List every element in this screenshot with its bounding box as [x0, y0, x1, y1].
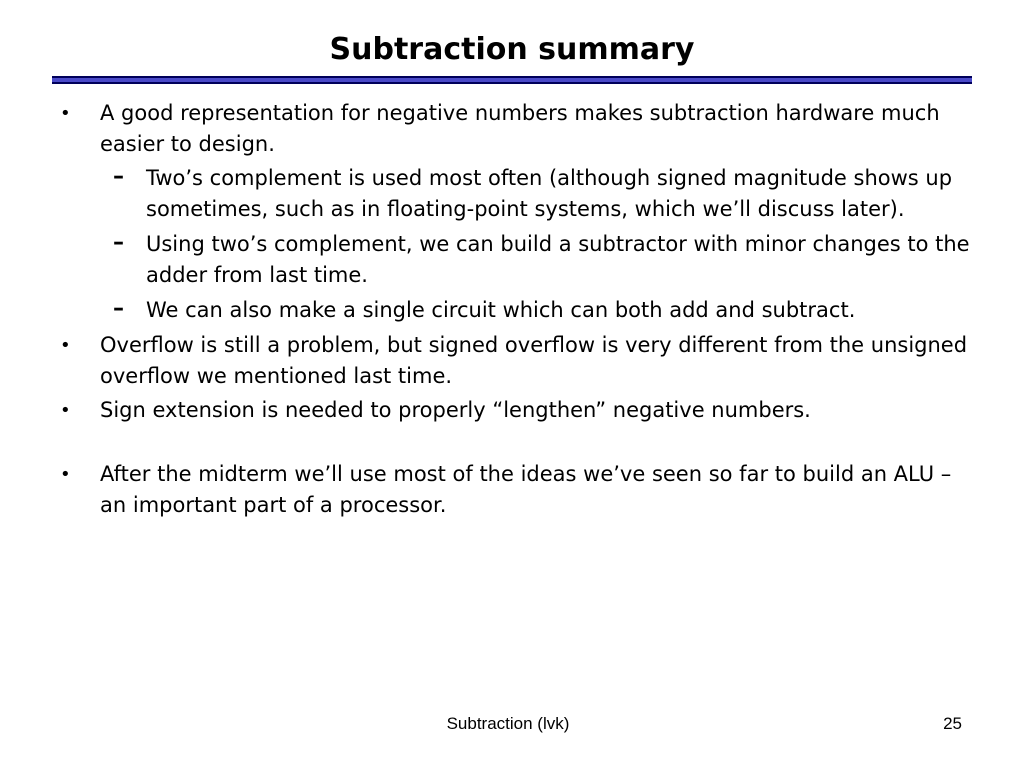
bullet-item: • After the midterm we’ll use most of th… [58, 459, 978, 521]
bullet-item: • A good representation for negative num… [58, 98, 978, 160]
bullet-marker: • [60, 335, 71, 356]
dash-marker: – [113, 296, 124, 321]
page-number: 25 [943, 714, 962, 733]
slide-title: Subtraction summary [329, 32, 695, 67]
dash-marker: – [113, 230, 124, 255]
footer-text: Subtraction (lvk) [446, 714, 570, 733]
slide-footer: Subtraction (lvk) 25 [0, 714, 1024, 740]
bullet-marker: • [60, 400, 71, 421]
bullet-marker: • [60, 103, 71, 124]
sub-bullet-item: – Two’s complement is used most often (a… [58, 163, 978, 225]
sub-bullet-text: Using two’s complement, we can build a s… [146, 232, 970, 287]
bullet-text: After the midterm we’ll use most of the … [100, 462, 952, 517]
sub-bullet-item: – We can also make a single circuit whic… [58, 295, 978, 326]
bullet-text: Sign extension is needed to properly “le… [100, 398, 811, 422]
slide-body: • A good representation for negative num… [58, 98, 978, 524]
bullet-text: A good representation for negative numbe… [100, 101, 940, 156]
bullet-item: • Overflow is still a problem, but signe… [58, 330, 978, 392]
spacer [58, 429, 978, 459]
sub-bullet-text: We can also make a single circuit which … [146, 298, 856, 322]
bullet-text: Overflow is still a problem, but signed … [100, 333, 968, 388]
sub-bullet-item: – Using two’s complement, we can build a… [58, 229, 978, 291]
bullet-marker: • [60, 464, 71, 485]
bullet-item: • Sign extension is needed to properly “… [58, 395, 978, 426]
title-rule [52, 76, 972, 84]
dash-marker: – [113, 164, 124, 189]
sub-bullet-text: Two’s complement is used most often (alt… [146, 166, 953, 221]
